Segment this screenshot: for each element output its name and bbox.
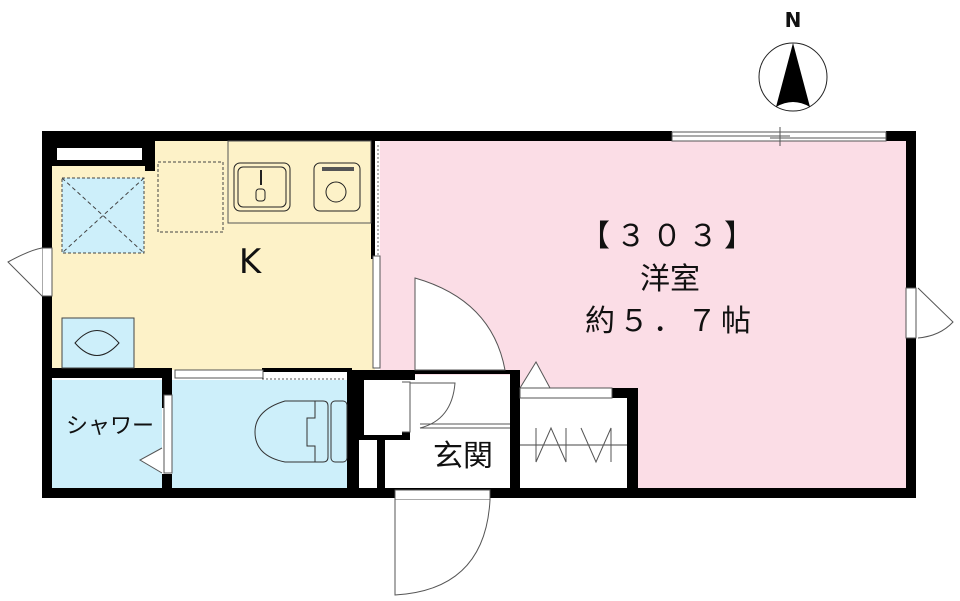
entrance-label: 玄関 — [433, 439, 493, 474]
window-left — [7, 247, 53, 297]
north-label: N — [784, 8, 802, 32]
window-top — [671, 127, 887, 146]
closet-area — [520, 390, 630, 490]
north-compass-icon — [758, 42, 828, 112]
shower-area — [50, 380, 162, 490]
toilet — [174, 369, 348, 463]
washing-machine-space — [61, 317, 135, 369]
shower-label: シャワー — [65, 414, 154, 439]
kitchen-counter — [227, 140, 372, 224]
window-right — [905, 287, 954, 339]
shoe-box — [364, 380, 402, 435]
unit-number: 【３０３】 — [580, 219, 760, 254]
closet — [519, 360, 627, 464]
front-door — [394, 489, 491, 596]
shower-door — [138, 394, 173, 474]
room-door — [414, 277, 506, 371]
storage-space — [61, 177, 145, 254]
kitchen-label: K — [238, 242, 262, 282]
western-room-area-label: 約５．７帖 — [585, 304, 755, 339]
toilet-area — [172, 380, 348, 490]
western-room-name: 洋室 — [640, 262, 700, 297]
refrigerator-space — [157, 161, 224, 233]
